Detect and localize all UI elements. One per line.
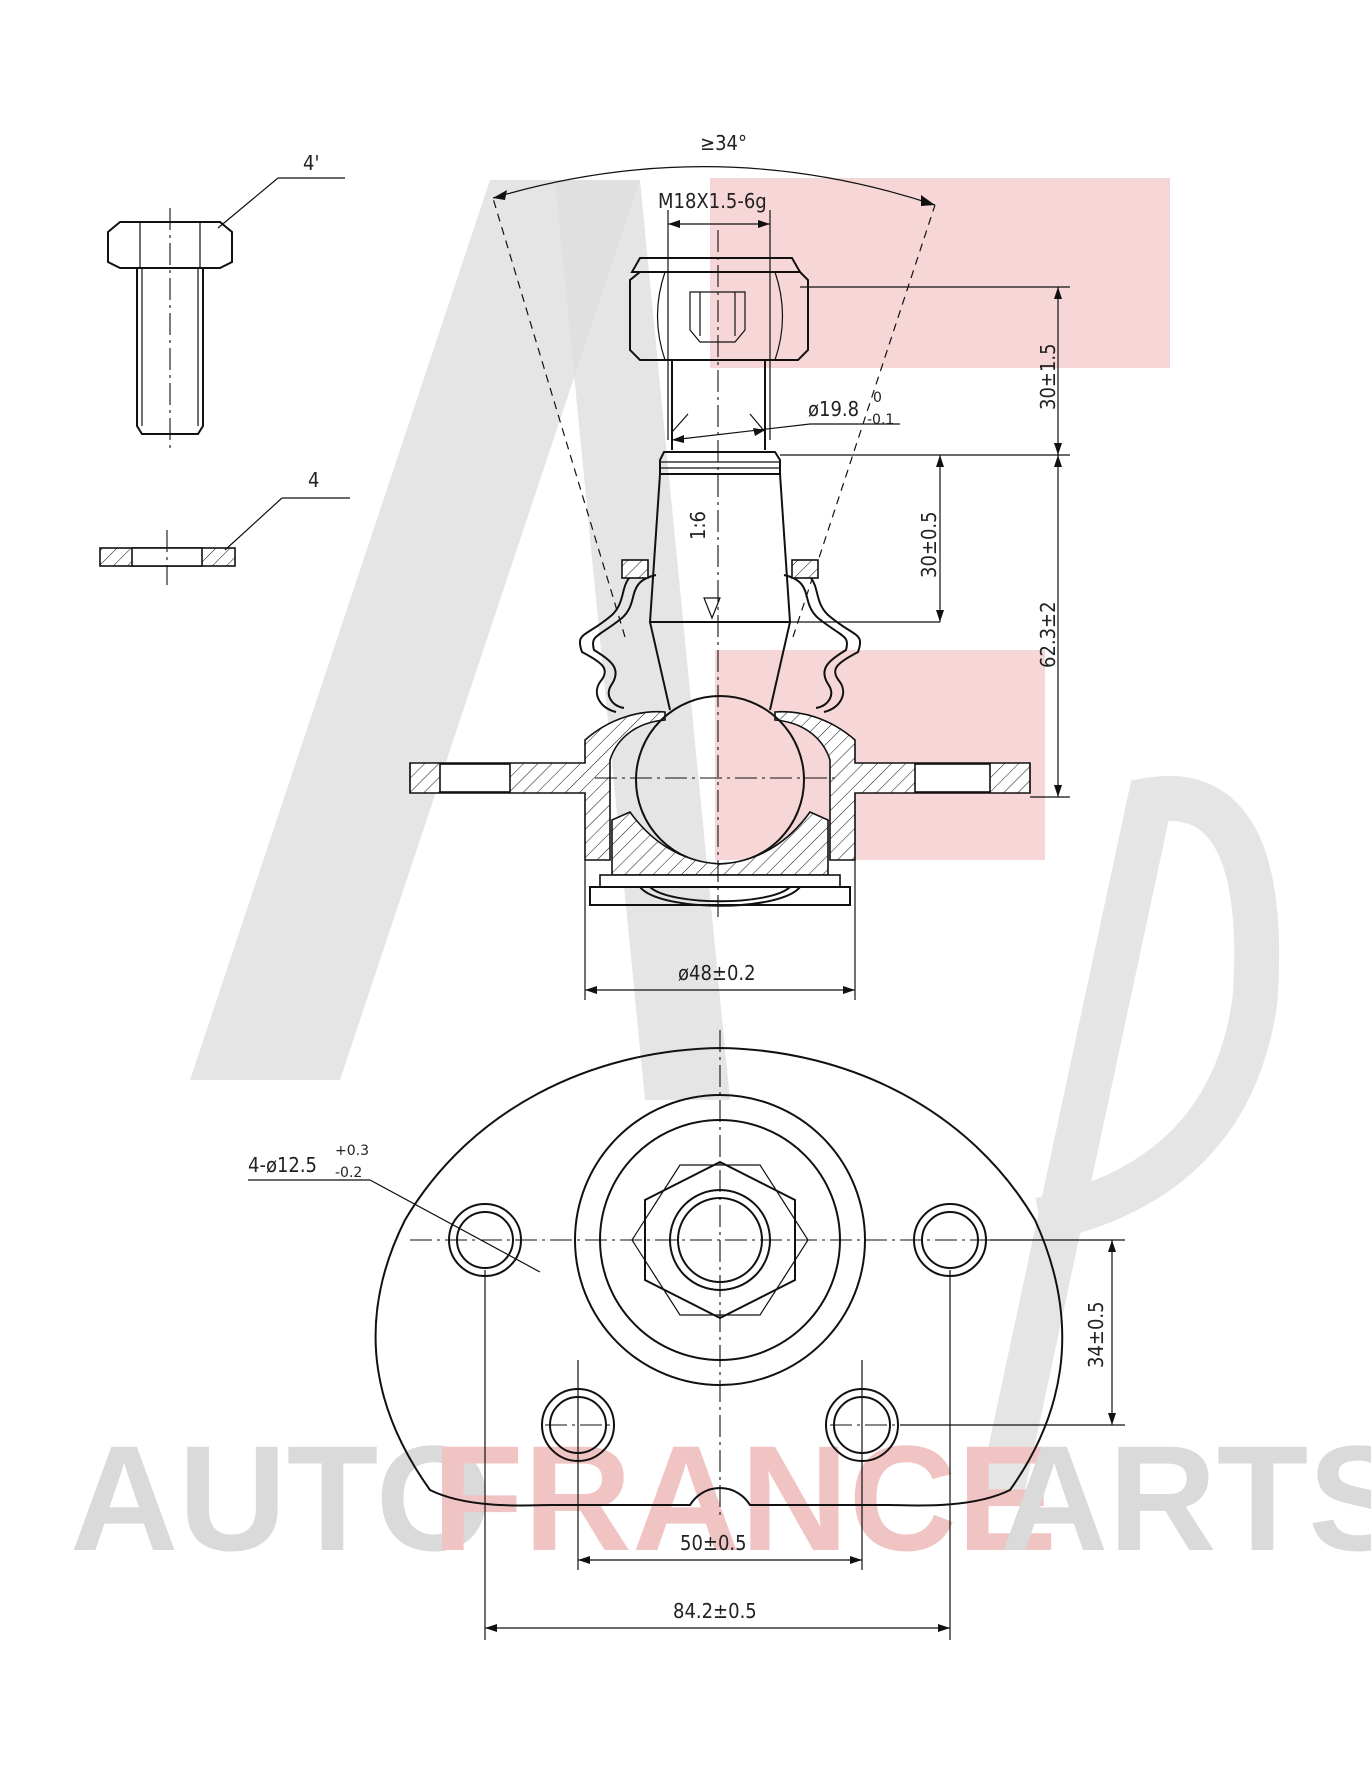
dim-hole-spec: 4-ø12.5 (248, 1153, 317, 1177)
dim-hole-tol-upper: +0.3 (335, 1143, 369, 1159)
dim-thread: M18X1.5-6g (658, 189, 767, 213)
dim-total-height: 62.3±2 (1036, 601, 1060, 668)
side-view: ≥34° M18X1.5-6g 1:6 (409, 131, 1070, 1000)
dim-shank-tol-upper: 0 (873, 390, 882, 406)
washer-detail: 4 (99, 468, 350, 585)
dim-hole-tol-lower: -0.2 (335, 1165, 362, 1181)
dim-inner-spacing: 50±0.5 (680, 1531, 747, 1555)
callout-washer: 4 (308, 468, 319, 492)
dim-nut-height: 30±1.5 (1036, 343, 1060, 410)
dim-vertical-spacing: 34±0.5 (1084, 1301, 1108, 1368)
watermark-red-block-mid (715, 650, 1045, 860)
dim-body-dia: ø48±0.2 (678, 961, 756, 985)
dim-shank-dia: ø19.8 (808, 397, 859, 421)
callout-bolt: 4' (303, 151, 319, 175)
watermark-text-arts: ARTS (1000, 1414, 1371, 1582)
dim-shank-tol-lower: -0.1 (867, 412, 894, 428)
top-view: 4-ø12.5 +0.3 -0.2 34±0.5 50±0.5 84.2±0.5 (248, 1030, 1125, 1640)
dim-taper-length: 30±0.5 (917, 511, 941, 578)
watermark-text-auto: AUTO (70, 1414, 492, 1582)
dim-taper-ratio: 1:6 (686, 511, 710, 540)
bolt-detail: 4' (107, 151, 345, 448)
dim-cone-angle: ≥34° (700, 131, 747, 155)
dim-outer-spacing: 84.2±0.5 (673, 1599, 757, 1623)
watermark-a-left (190, 180, 640, 1080)
watermark-p-shape (977, 776, 1280, 1505)
